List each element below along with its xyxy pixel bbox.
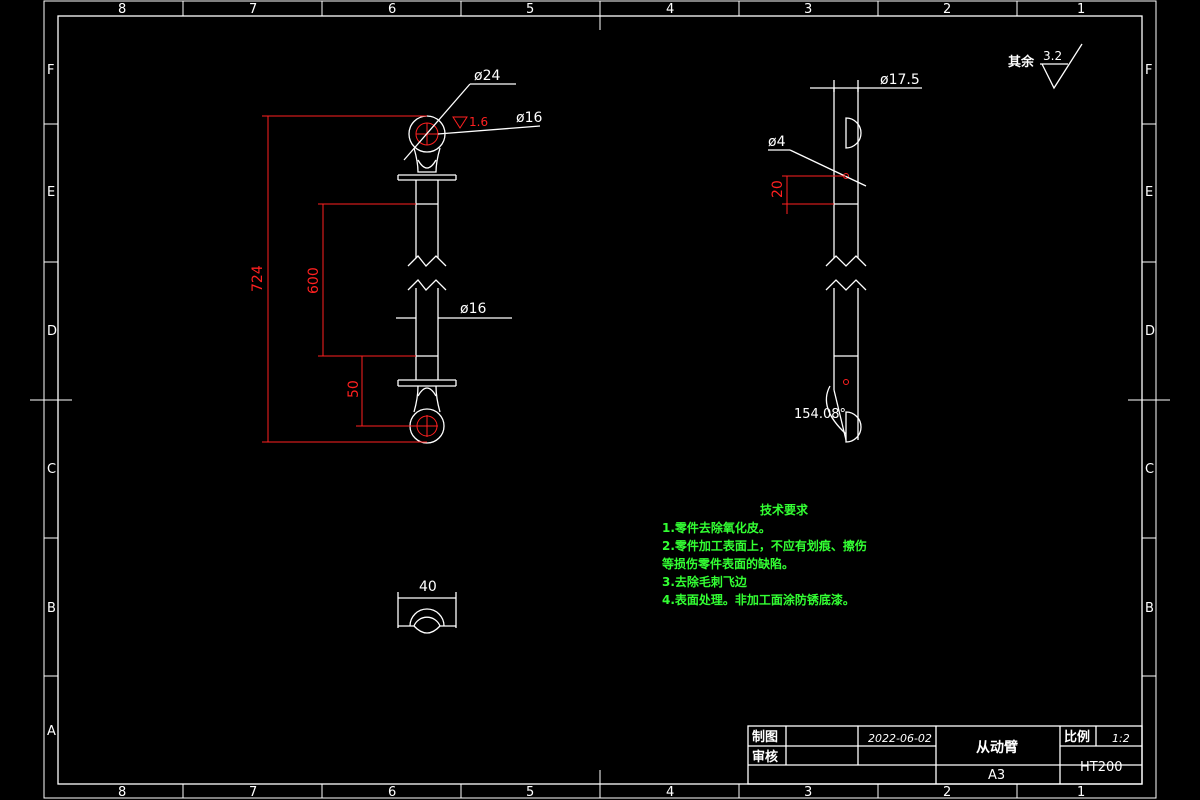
zone-label-bottom: 4 <box>666 785 674 800</box>
technical-requirements: 技术要求 1.零件去除氧化皮。 2.零件加工表面上，不应有划痕、擦伤 等损伤零件… <box>661 502 867 607</box>
zone-label-top: 2 <box>943 2 951 17</box>
zone-label-top: 8 <box>118 2 126 17</box>
side-view-dimensions: ø17.5 ø4 20 154.08° <box>768 72 922 435</box>
scale-label: 比例 <box>1064 729 1090 745</box>
dim-d17-5: ø17.5 <box>880 72 920 88</box>
zone-label-bottom: 2 <box>943 785 951 800</box>
dim-40: 40 <box>419 579 437 595</box>
tech-item: 1.零件去除氧化皮。 <box>662 520 771 535</box>
check-label: 审核 <box>752 749 778 765</box>
zone-label-right: E <box>1145 185 1153 200</box>
roughness-note: 其余 3.2 <box>1008 43 1083 90</box>
dim-angle: 154.08° <box>794 407 846 422</box>
zone-label-bottom: 5 <box>526 785 534 800</box>
dim-d24: ø24 <box>474 68 500 84</box>
zone-label-top: 7 <box>249 2 257 17</box>
part-name: 从动臂 <box>976 739 1018 756</box>
sheet-size: A3 <box>988 768 1005 783</box>
zone-label-right: B <box>1145 601 1154 616</box>
svg-text:3.2: 3.2 <box>1043 49 1062 63</box>
end-view: 40 <box>397 579 457 634</box>
svg-text:其余: 其余 <box>1008 54 1035 70</box>
dim-50: 50 <box>346 380 362 398</box>
tech-item: 4.表面处理。非加工面涂防锈底漆。 <box>662 592 855 607</box>
material: HT200 <box>1080 760 1123 775</box>
zone-label-right: D <box>1145 324 1155 339</box>
dim-724: 724 <box>250 265 266 292</box>
zone-label-left: E <box>47 185 55 200</box>
tech-item: 等损伤零件表面的缺陷。 <box>661 556 794 571</box>
scale-value: 1:2 <box>1112 732 1130 745</box>
zone-label-left: A <box>47 724 56 739</box>
zone-label-top: 3 <box>804 2 812 17</box>
title-block: 制图 审核 2022-06-02 从动臂 比例 1:2 A3 HT200 <box>747 725 1143 785</box>
zone-label-bottom: 1 <box>1077 785 1085 800</box>
zone-label-left: D <box>47 324 57 339</box>
drawn-label: 制图 <box>752 729 778 745</box>
zone-label-right: F <box>1145 63 1152 78</box>
roughness-symbol <box>1040 43 1083 90</box>
front-view-dimensions: 724 600 50 ø24 1.6 ø16 ø16 <box>250 68 542 443</box>
zone-label-left: B <box>47 601 56 616</box>
zone-label-bottom: 8 <box>118 785 126 800</box>
zone-label-top: 4 <box>666 2 674 17</box>
zone-label-left: F <box>47 63 54 78</box>
drawing-date: 2022-06-02 <box>868 732 932 745</box>
zone-label-left: C <box>47 462 56 477</box>
tech-item: 3.去除毛刺飞边 <box>662 574 748 589</box>
zone-label-bottom: 6 <box>388 785 396 800</box>
dim-d4: ø4 <box>768 134 786 150</box>
outer-frame <box>30 0 1170 799</box>
zone-label-right: C <box>1145 462 1154 477</box>
dim-d16-mid: ø16 <box>460 301 486 317</box>
zone-label-top: 5 <box>526 2 534 17</box>
dim-20: 20 <box>770 180 786 198</box>
zone-label-top: 6 <box>388 2 396 17</box>
dim-d16-top: ø16 <box>516 110 542 126</box>
zone-label-bottom: 7 <box>249 785 257 800</box>
zone-label-bottom: 3 <box>804 785 812 800</box>
zone-label-top: 1 <box>1077 2 1085 17</box>
dim-600: 600 <box>306 267 322 294</box>
roughness-1-6: 1.6 <box>469 115 488 129</box>
zone-labels: 8 7 6 5 4 3 2 1 8 7 6 5 4 3 2 1 F E D C … <box>47 2 1155 800</box>
front-view <box>397 115 457 444</box>
tech-item: 2.零件加工表面上，不应有划痕、擦伤 <box>662 538 867 553</box>
side-view <box>825 88 867 443</box>
tech-title: 技术要求 <box>760 502 809 517</box>
